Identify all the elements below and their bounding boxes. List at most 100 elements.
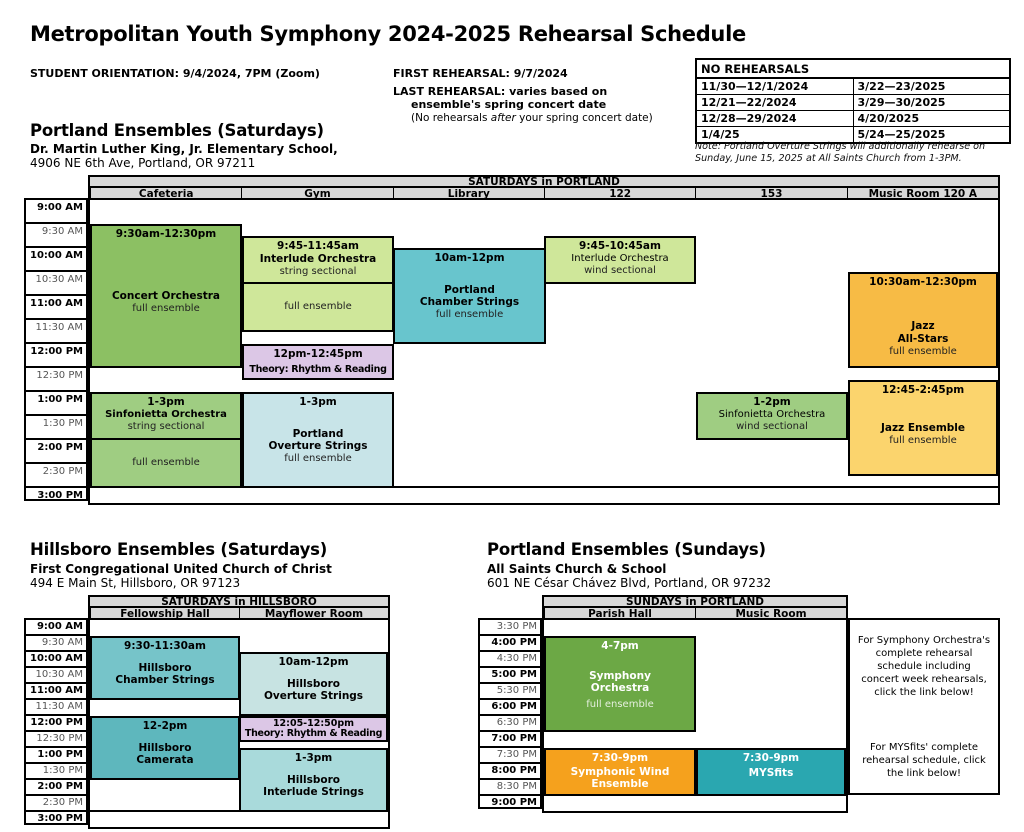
time-label: 2:30 PM (42, 466, 83, 477)
no-rehearsals-date-left: 12/21—22/2024 (697, 95, 854, 110)
time-row: 11:00 AM (24, 682, 88, 698)
time-label: 3:00 PM (37, 490, 83, 501)
time-label: 10:30 AM (35, 274, 83, 285)
time-row: 2:00 PM (24, 438, 88, 462)
block-sinfonietta-cafeteria: 1-3pm Sinfonietta Orchestra string secti… (90, 392, 242, 488)
time-label: 11:30 AM (35, 701, 83, 712)
time-label: 5:00 PM (491, 669, 537, 680)
time-label: 9:00 AM (36, 202, 83, 213)
info-mysfits-schedule: For MYSfits' complete rehearsal schedule… (862, 741, 986, 779)
time-row: 7:00 PM (478, 730, 542, 746)
portland-saturdays-heading: Portland Ensembles (Saturdays) (30, 121, 324, 140)
time-row: 1:30 PM (24, 414, 88, 438)
time-row: 2:30 PM (24, 462, 88, 486)
column-header: Music Room (695, 608, 846, 620)
no-rehearsals-row: 11/30—12/1/2024 3/22—23/2025 (697, 79, 1009, 95)
time-label: 8:30 PM (496, 781, 537, 792)
overture-strings-note: Note: Portland Overture Strings will add… (695, 141, 986, 164)
time-row: 12:30 PM (24, 730, 88, 746)
time-row: 9:30 AM (24, 634, 88, 650)
hillsboro-venue: First Congregational United Church of Ch… (30, 562, 332, 576)
time-row: 5:00 PM (478, 666, 542, 682)
time-row: 12:30 PM (24, 366, 88, 390)
time-row: 11:30 AM (24, 318, 88, 342)
time-label: 10:30 AM (35, 669, 83, 680)
time-label: 6:30 PM (496, 717, 537, 728)
time-row: 6:00 PM (478, 698, 542, 714)
time-label: 4:30 PM (496, 653, 537, 664)
time-row: 12:00 PM (24, 714, 88, 730)
time-row: 2:00 PM (24, 778, 88, 794)
time-row: 9:00 AM (24, 618, 88, 634)
time-label: 2:00 PM (37, 442, 83, 453)
time-row: 9:00 AM (24, 198, 88, 222)
column-header: Parish Hall (544, 608, 695, 620)
portland-saturdays-address: 4906 NE 6th Ave, Portland, OR 97211 (30, 156, 256, 170)
time-row: 5:30 PM (478, 682, 542, 698)
time-row: 3:30 PM (478, 618, 542, 634)
time-label: 12:00 PM (30, 717, 83, 728)
column-header: Mayflower Room (239, 608, 388, 620)
hillsboro-heading: Hillsboro Ensembles (Saturdays) (30, 540, 328, 559)
no-rehearsals-date-right: 3/29—30/2025 (857, 96, 946, 109)
time-label: 10:00 AM (29, 653, 83, 664)
time-row: 2:30 PM (24, 794, 88, 810)
hillsboro-time-column: 9:00 AM 9:30 AM 10:00 AM 10:30 AM 11:00 AM 11… (24, 618, 88, 825)
block-interlude-wind-sectional-122: 9:45-10:45am Interlude Orchestra wind se… (544, 236, 696, 284)
time-label: 2:00 PM (37, 781, 83, 792)
rehearsal-dates-info: FIRST REHEARSAL: 9/7/2024 LAST REHEARSAL… (393, 67, 653, 124)
time-label: 12:30 PM (36, 370, 83, 381)
first-rehearsal: FIRST REHEARSAL: 9/7/2024 (393, 67, 568, 80)
block-jazz-ensemble: 12:45-2:45pm Jazz Ensemble full ensemble (848, 380, 998, 476)
no-rehearsals-date-right: 5/24—25/2025 (857, 128, 946, 141)
block-hillsboro-camerata: 12-2pm Hillsboro Camerata (90, 716, 240, 780)
column-header: Fellowship Hall (90, 608, 239, 620)
time-label: 12:00 PM (30, 346, 83, 357)
block-sinfonietta-wind-sectional-153: 1-2pm Sinfonietta Orchestra wind section… (696, 392, 848, 440)
time-row: 11:30 AM (24, 698, 88, 714)
no-rehearsals-title: NO REHEARSALS (697, 60, 1009, 79)
time-label: 3:00 PM (37, 813, 83, 824)
time-label: 7:00 PM (491, 733, 537, 744)
time-row: 1:30 PM (24, 762, 88, 778)
column-header: 153 (695, 188, 846, 200)
hillsboro-address: 494 E Main St, Hillsboro, OR 97123 (30, 576, 241, 590)
portland-sun-grid: 4-7pm Symphony Orchestra full ensemble 7… (542, 618, 848, 813)
time-label: 3:30 PM (496, 621, 537, 632)
column-header: Cafeteria (90, 188, 241, 200)
block-portland-chamber-strings: 10am-12pm Portland Chamber Strings full … (393, 248, 546, 344)
time-label: 7:30 PM (496, 749, 537, 760)
no-rehearsals-date-left: 11/30—12/1/2024 (697, 79, 854, 94)
page-title: Metropolitan Youth Symphony 2024-2025 Re… (30, 22, 746, 46)
block-jazz-all-stars: 10:30am-12:30pm Jazz All-Stars full ense… (848, 272, 998, 368)
info-box: For Symphony Orchestra's complete rehear… (848, 618, 1000, 795)
time-label: 9:30 AM (41, 637, 83, 648)
time-label: 9:00 AM (36, 621, 83, 632)
block-theory-hillsboro: 12:05-12:50pm Theory: Rhythm & Reading (239, 716, 388, 742)
block-hillsboro-chamber-strings: 9:30-11:30am Hillsboro Chamber Strings (90, 636, 240, 700)
portland-saturdays-venue: Dr. Martin Luther King, Jr. Elementary S… (30, 142, 338, 156)
time-row: 7:30 PM (478, 746, 542, 762)
time-label: 6:00 PM (491, 701, 537, 712)
time-label: 8:00 PM (491, 765, 537, 776)
time-row: 3:00 PM (24, 810, 88, 825)
block-theory-gym: 12pm-12:45pm Theory: Rhythm & Reading (242, 344, 394, 380)
no-rehearsals-date-left: 12/28—29/2024 (697, 111, 854, 126)
bottom-row-strip (544, 794, 846, 811)
bottom-row-strip (90, 486, 998, 503)
block-interlude-orchestra-gym: 9:45-11:45am Interlude Orchestra string … (242, 236, 394, 332)
bottom-row-strip (90, 810, 388, 827)
block-mysfits: 7:30-9pm MYSfits (696, 748, 846, 796)
no-rehearsals-row: 12/21—22/2024 3/29—30/2025 (697, 95, 1009, 111)
block-portland-overture-strings: 1-3pm Portland Overture Strings full ens… (242, 392, 394, 488)
no-rehearsals-date-right: 3/22—23/2025 (857, 80, 946, 93)
last-rehearsal-line2: ensemble's spring concert date (411, 98, 607, 111)
block-concert-orchestra: 9:30am-12:30pm Concert Orchestra full en… (90, 224, 242, 368)
portland-sundays-address: 601 NE César Chávez Blvd, Portland, OR 9… (487, 576, 772, 590)
info-symphony-schedule: For Symphony Orchestra's complete rehear… (857, 634, 991, 698)
time-row: 10:30 AM (24, 270, 88, 294)
block-symphony-orchestra: 4-7pm Symphony Orchestra full ensemble (544, 636, 696, 732)
